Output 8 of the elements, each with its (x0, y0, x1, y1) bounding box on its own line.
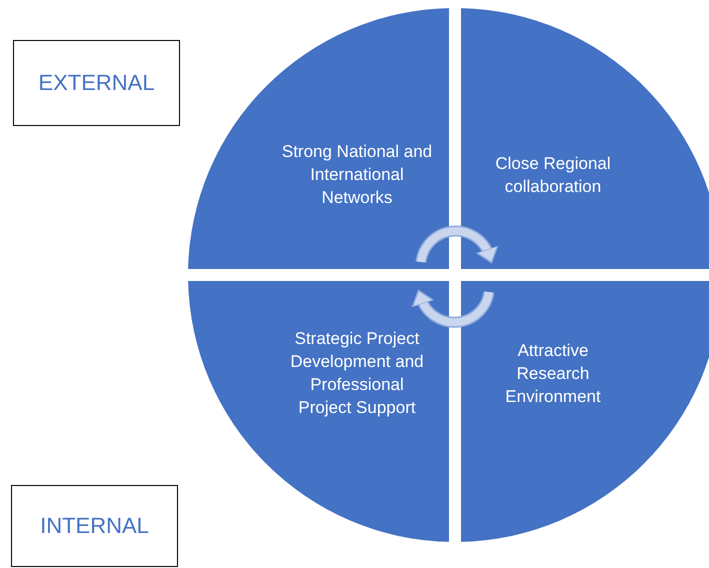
segment-label: Attractive Research Environment (504, 340, 602, 408)
box-label: EXTERNAL (38, 70, 155, 96)
label-box (13, 40, 180, 126)
segment-label: Strategic Project Development and Professional Project Support (289, 328, 425, 419)
label-box (11, 485, 178, 567)
segment-label: Close Regional collaboration (494, 153, 612, 198)
segment-label: Strong National and International Networks (280, 141, 434, 209)
box-label: INTERNAL (40, 513, 149, 539)
